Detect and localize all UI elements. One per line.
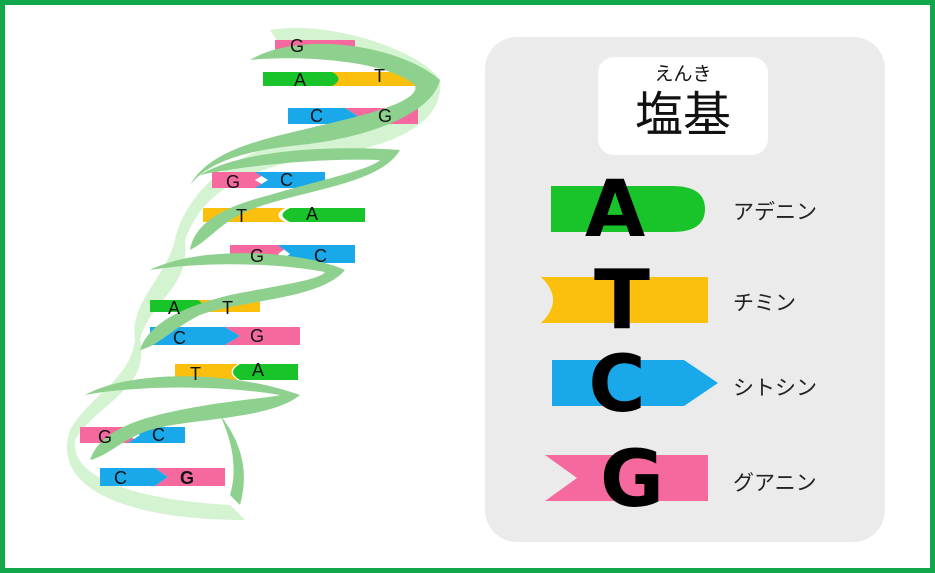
helix-backbone [85, 43, 440, 505]
rung-letter: T [190, 364, 201, 384]
rung-guanine [155, 468, 225, 486]
rung-thymine [332, 72, 420, 86]
title-box [598, 57, 768, 155]
rung-cytosine [255, 172, 325, 188]
rung-letter: C [152, 425, 165, 445]
rung-letter: G [250, 326, 264, 346]
thymine-label: チミン [733, 291, 796, 315]
rung-letter: C [280, 170, 293, 190]
rung-letter: G [98, 427, 112, 447]
helix-glow [66, 28, 441, 520]
rung-letter: C [114, 468, 127, 488]
adenine-shape [551, 186, 705, 232]
rung-letter: C [173, 328, 186, 348]
adenine-label: アデニン [733, 200, 817, 224]
rung-letter: T [222, 298, 233, 318]
adenine-letter: A [585, 165, 645, 255]
rung-letter: G [290, 36, 304, 56]
rung-cytosine [288, 108, 358, 124]
rung-adenine [263, 72, 344, 86]
rung-letter: A [168, 298, 180, 318]
cytosine-letter: C [588, 340, 645, 430]
title-ruby: えんき [654, 63, 712, 85]
guanine-label: グアニン [733, 471, 817, 495]
dna-helix: G A T C G G C T A G C A T C G T A G C C … [66, 28, 441, 520]
page-title: 塩基 [634, 87, 731, 143]
rung-adenine [233, 364, 298, 380]
rung-letter: G [250, 246, 264, 266]
rung-adenine [282, 208, 365, 222]
rung-letter: A [294, 70, 306, 90]
thymine-shape [541, 277, 708, 323]
guanine-letter: G [600, 435, 664, 525]
cytosine-label: シトシン [733, 376, 817, 400]
rung-letter: T [374, 66, 385, 86]
guanine-shape [545, 455, 708, 501]
cytosine-shape [552, 360, 718, 406]
rung-letter: C [310, 106, 323, 126]
rung-letter: A [252, 360, 264, 380]
rung-cytosine [100, 468, 168, 486]
rung-guanine [225, 327, 300, 345]
rung-letter: A [306, 204, 318, 224]
base-legend: A T C G [541, 165, 718, 525]
rung-letter: G [180, 468, 194, 488]
rung-letter: T [236, 206, 247, 226]
thymine-letter: T [594, 253, 650, 348]
rung-guanine [212, 172, 268, 188]
rung-letter: G [226, 172, 240, 192]
rung-letter: G [378, 106, 392, 126]
helix-letters: G A T C G G C T A G C A T C G T A G C C … [98, 36, 392, 488]
rung-thymine [175, 364, 238, 380]
rung-letter: C [314, 246, 327, 266]
